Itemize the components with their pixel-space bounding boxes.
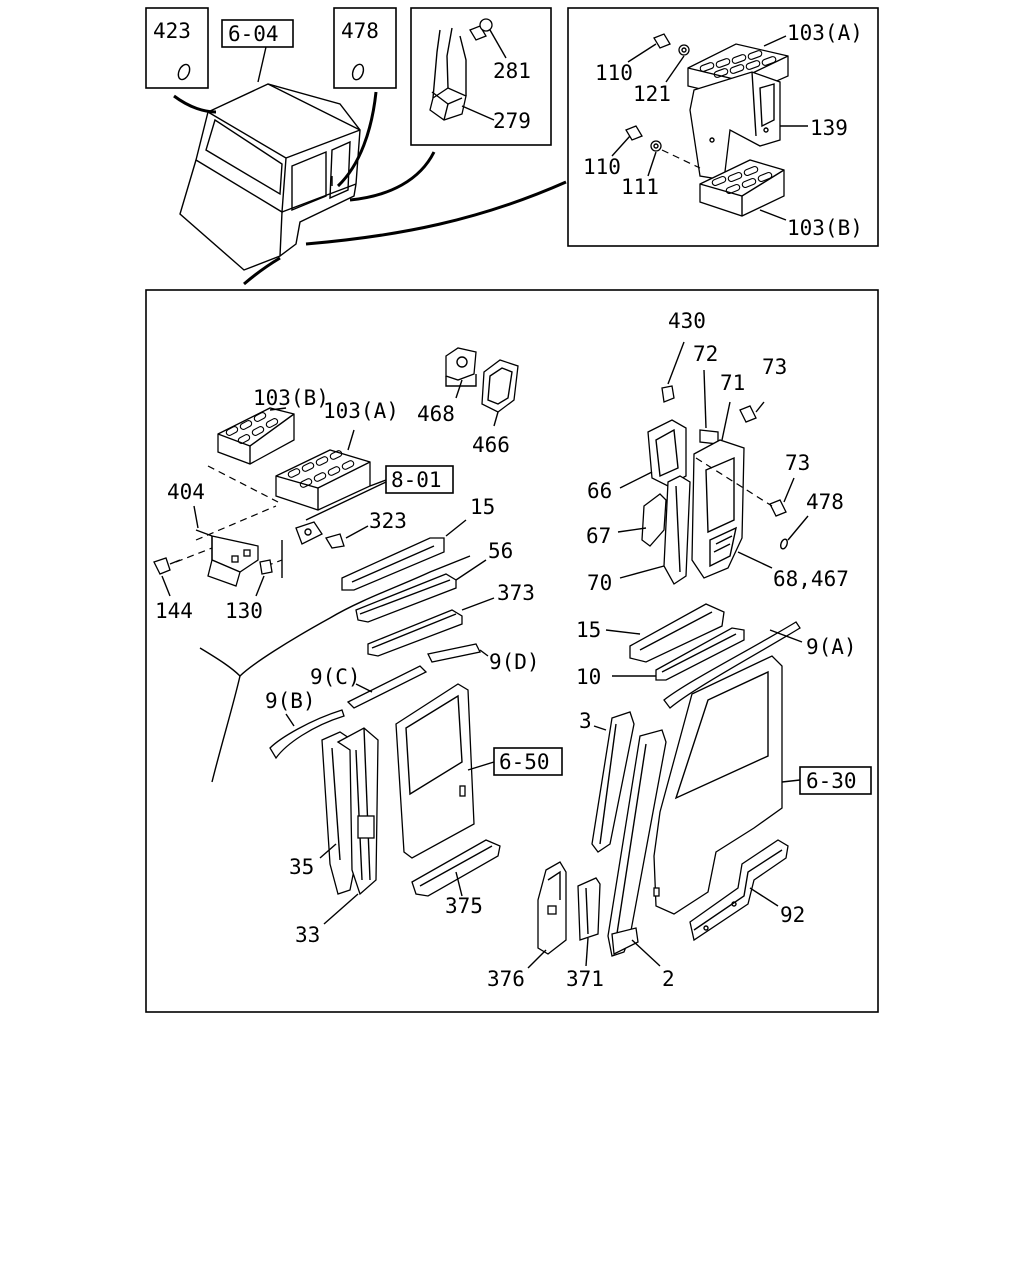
step-103b-mid: 103(B) bbox=[217, 386, 329, 465]
callout-73-upper: 73 bbox=[762, 355, 787, 379]
clip-323: 323 bbox=[295, 509, 407, 549]
rail-15-right: 15 bbox=[576, 603, 725, 663]
ref-8-01: 8-01 bbox=[305, 465, 454, 521]
door-left: 6-50 bbox=[395, 683, 563, 859]
callout-468: 468 bbox=[417, 402, 455, 426]
callout-10: 10 bbox=[576, 665, 601, 689]
callout-92: 92 bbox=[780, 903, 805, 927]
callout-121: 121 bbox=[633, 82, 671, 106]
cab-body-outline bbox=[199, 555, 471, 677]
part-468: 468 bbox=[417, 347, 477, 426]
bracket-404: 404 bbox=[167, 480, 283, 587]
ref-label-6-30: 6-30 bbox=[806, 769, 857, 793]
step-103b-top bbox=[699, 159, 785, 217]
trim-9a: 9(A) bbox=[663, 621, 857, 709]
leader-curve-478 bbox=[336, 91, 378, 188]
callout-9d: 9(D) bbox=[489, 650, 540, 674]
leader-curve-steps bbox=[305, 180, 567, 246]
bracket-139 bbox=[689, 71, 781, 181]
callout-71: 71 bbox=[720, 371, 745, 395]
rail-15-left: 15 bbox=[341, 495, 495, 591]
callout-281: 281 bbox=[493, 59, 531, 83]
callout-73-lower: 73 bbox=[785, 451, 810, 475]
part-box-steps: 103(A) 110 121 139 110 111 103(B) bbox=[567, 7, 879, 247]
callout-2: 2 bbox=[662, 967, 675, 991]
trim-9b: 9(B) bbox=[265, 689, 345, 760]
callout-375: 375 bbox=[445, 894, 483, 918]
callout-103a-mid: 103(A) bbox=[323, 399, 399, 423]
callout-478-top: 478 bbox=[341, 19, 379, 43]
callout-110-lower: 110 bbox=[583, 155, 621, 179]
callout-404: 404 bbox=[167, 480, 205, 504]
part-box-478: 478 bbox=[333, 7, 397, 89]
ref-label-8-01: 8-01 bbox=[391, 468, 442, 492]
callout-478-right: 478 bbox=[806, 490, 844, 514]
callout-103b-top: 103(B) bbox=[787, 216, 863, 240]
pillar-3: 3 bbox=[579, 709, 635, 853]
callout-9b: 9(B) bbox=[265, 689, 316, 713]
trim-9d: 9(D) bbox=[427, 643, 540, 674]
callout-103b-mid: 103(B) bbox=[253, 386, 329, 410]
leader-curve-279 bbox=[349, 151, 436, 202]
callout-423: 423 bbox=[153, 19, 191, 43]
part-box-423: 423 bbox=[145, 7, 209, 89]
pillar-33: 33 bbox=[295, 727, 379, 947]
callout-376: 376 bbox=[487, 967, 525, 991]
callout-3: 3 bbox=[579, 709, 592, 733]
sill-375: 375 bbox=[411, 839, 501, 918]
callout-279: 279 bbox=[493, 109, 531, 133]
callout-111: 111 bbox=[621, 175, 659, 199]
callout-323: 323 bbox=[369, 509, 407, 533]
assembly-line-step bbox=[207, 465, 279, 503]
callout-72: 72 bbox=[693, 342, 718, 366]
callout-371: 371 bbox=[566, 967, 604, 991]
callout-66: 66 bbox=[587, 479, 612, 503]
callout-144: 144 bbox=[155, 599, 193, 623]
fastener-144: 144 bbox=[153, 557, 193, 623]
part-371: 371 bbox=[566, 877, 604, 991]
rail-56: 56 bbox=[355, 539, 513, 623]
ref-6-04: 6-04 bbox=[221, 19, 294, 83]
part-376: 376 bbox=[487, 861, 567, 991]
part-92: 92 bbox=[689, 839, 805, 942]
callout-15-left: 15 bbox=[470, 495, 495, 519]
rail-10: 10 bbox=[576, 627, 745, 689]
rear-pillar-assembly: 430 66 72 71 73 73 478 67 bbox=[586, 309, 849, 595]
door-right: 6-30 bbox=[653, 655, 872, 915]
callout-373: 373 bbox=[497, 581, 535, 605]
callout-56: 56 bbox=[488, 539, 513, 563]
callout-466: 466 bbox=[472, 433, 510, 457]
callout-35: 35 bbox=[289, 855, 314, 879]
callout-430: 430 bbox=[668, 309, 706, 333]
part-box-281-279: 281 279 bbox=[410, 7, 552, 146]
callout-9c: 9(C) bbox=[310, 665, 361, 689]
callout-110-upper: 110 bbox=[595, 61, 633, 85]
callout-33: 33 bbox=[295, 923, 320, 947]
callout-103a-top: 103(A) bbox=[787, 21, 863, 45]
rail-373: 373 bbox=[367, 581, 535, 657]
main-diagram-frame bbox=[145, 289, 879, 1013]
washer-111 bbox=[650, 140, 662, 152]
callout-15-right: 15 bbox=[576, 618, 601, 642]
trim-9c: 9(C) bbox=[310, 665, 428, 709]
fastener-130: 130 bbox=[225, 559, 273, 623]
cab-outline bbox=[179, 83, 361, 271]
callout-68-467: 68,467 bbox=[773, 567, 849, 591]
leader-curve-lower bbox=[243, 256, 281, 286]
callout-139: 139 bbox=[810, 116, 848, 140]
leader-curve-423 bbox=[173, 94, 217, 114]
pillar-35: 35 bbox=[289, 731, 357, 895]
callout-67: 67 bbox=[586, 524, 611, 548]
callout-9a: 9(A) bbox=[806, 635, 857, 659]
callout-130: 130 bbox=[225, 599, 263, 623]
callout-70: 70 bbox=[587, 571, 612, 595]
bolt-110-upper bbox=[653, 33, 671, 49]
ref-label-6-04: 6-04 bbox=[228, 22, 279, 46]
washer-121 bbox=[678, 44, 690, 56]
ref-label-6-50: 6-50 bbox=[499, 750, 550, 774]
part-466: 466 bbox=[472, 359, 519, 457]
pillar-2: 2 bbox=[607, 729, 675, 991]
